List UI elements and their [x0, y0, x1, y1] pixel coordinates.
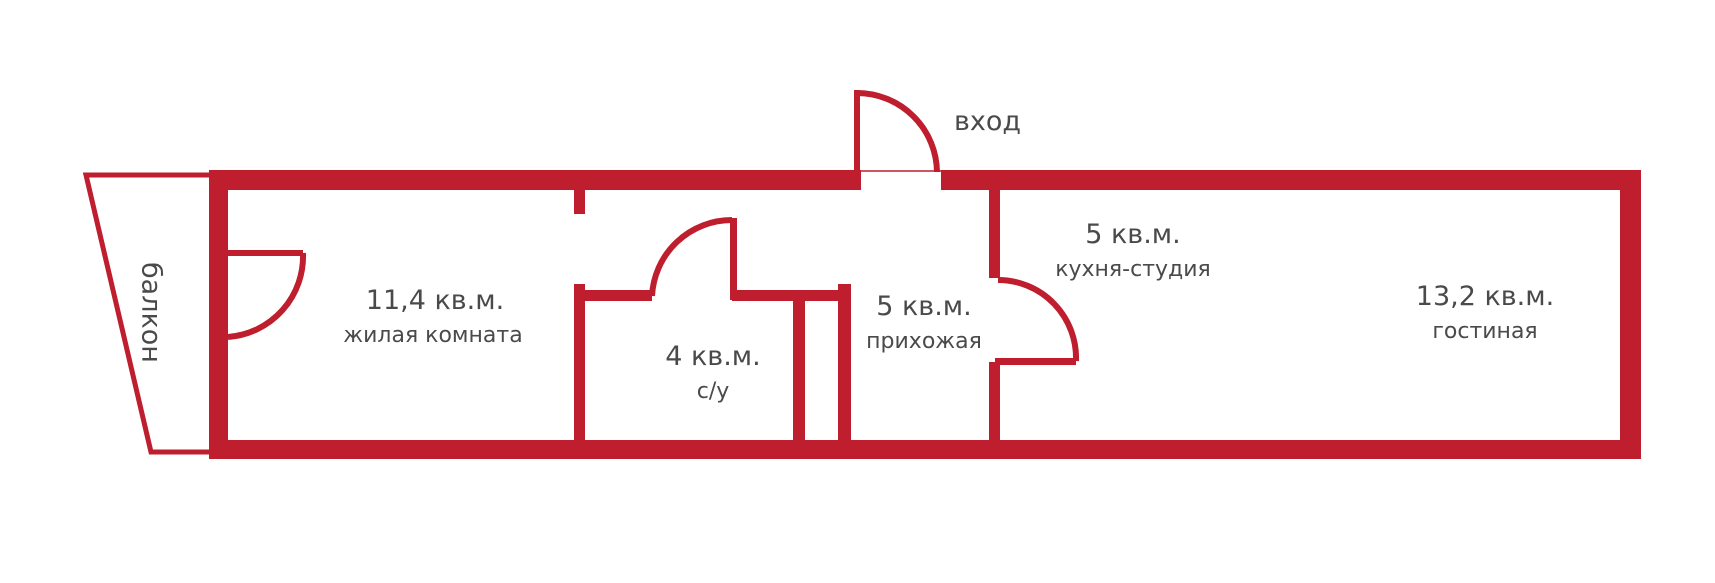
- outer-wall-right: [1620, 170, 1641, 459]
- balcony-door-leaf: [225, 250, 303, 256]
- entry-label: вход: [954, 106, 1021, 137]
- walls: [209, 90, 1641, 459]
- kitchen-name: кухня-студия: [1055, 257, 1211, 282]
- bathroom-wall-right: [793, 290, 805, 440]
- hallway-area: 5 кв.м.: [876, 291, 972, 322]
- door-arcs: [227, 90, 1080, 362]
- hallway-name: прихожая: [866, 329, 982, 354]
- kitchen-area: 5 кв.м.: [1085, 219, 1181, 250]
- entrance-door-arc: [856, 90, 940, 173]
- shaft-wall: [838, 284, 851, 440]
- hallway-kitchen-wall-top: [989, 190, 1000, 278]
- balcony-label: балкон: [136, 262, 167, 363]
- balcony-door-arc: [227, 252, 307, 340]
- bathroom-wall-top-right: [732, 290, 851, 301]
- living-room-name: жилая комната: [343, 323, 522, 348]
- kitchen-door-leaf: [995, 358, 1076, 365]
- bathroom-area: 4 кв.м.: [665, 341, 761, 372]
- bathroom-wall-top-left: [574, 290, 652, 301]
- bathroom-wall-left: [574, 284, 585, 440]
- outer-wall-bottom: [209, 440, 1641, 459]
- kitchen-door-arc: [997, 277, 1080, 362]
- living-room-area: 11,4 кв.м.: [366, 285, 504, 316]
- entrance-door-leaf: [854, 90, 860, 172]
- wall-stub-top: [574, 190, 585, 214]
- bathroom-name: с/у: [697, 379, 730, 404]
- bathroom-door-arc: [649, 216, 733, 297]
- balcony-outline: [82, 172, 215, 455]
- lounge-name: гостиная: [1432, 319, 1537, 344]
- lounge-area: 13,2 кв.м.: [1416, 281, 1554, 312]
- hallway-kitchen-wall-bottom: [989, 362, 1000, 440]
- outer-wall-top-right: [941, 170, 1641, 190]
- outer-wall-top-left: [209, 170, 861, 190]
- bathroom-door-jamb: [730, 218, 737, 300]
